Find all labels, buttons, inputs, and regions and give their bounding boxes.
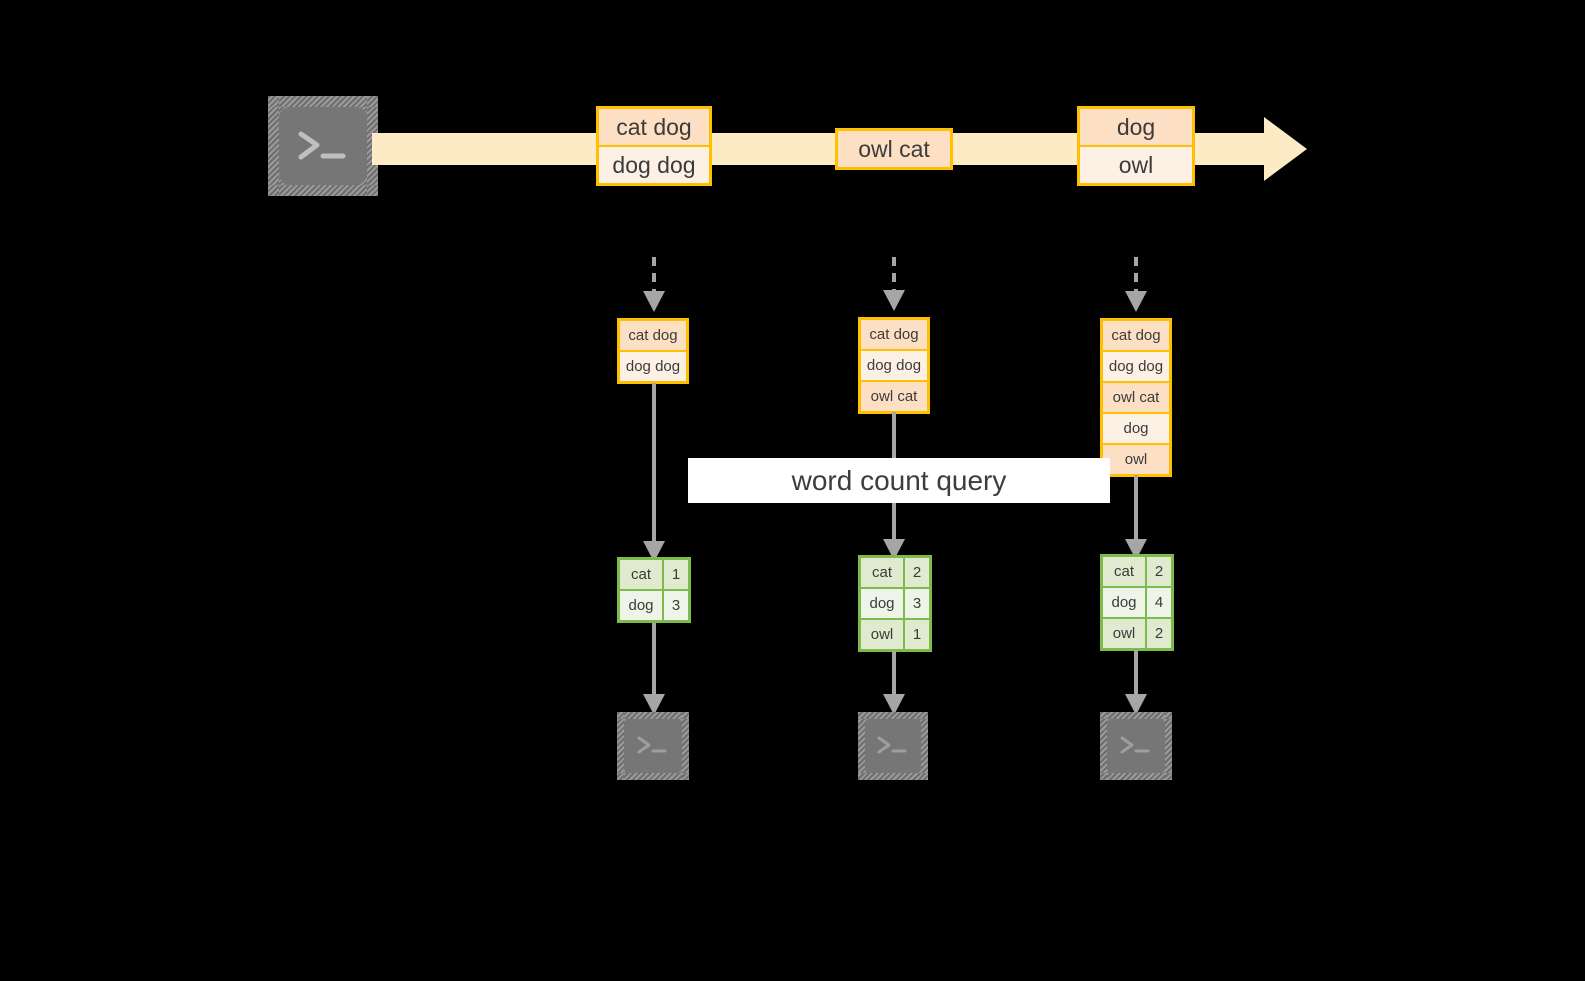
stream-batch-2: owl cat <box>835 128 953 170</box>
column-2-sink-line <box>892 651 896 701</box>
column-1-result-row: cat 1 <box>620 560 688 589</box>
column-2-result-table: cat 2 dog 3 owl 1 <box>858 555 932 652</box>
column-3-accumulated-stack: cat dog dog dog owl cat dog owl <box>1100 318 1172 477</box>
stream-band-arrowhead <box>1264 117 1307 181</box>
stream-batch-1-line-1: cat dog <box>599 109 709 145</box>
column-2-accumulated-row: dog dog <box>861 351 927 380</box>
column-1-trigger-arrowhead <box>643 291 665 312</box>
column-1-query-arrowhead <box>643 541 665 562</box>
column-3-trigger-line <box>1134 257 1138 295</box>
column-3-result-word: owl <box>1103 619 1145 648</box>
stream-batch-3: dog owl <box>1077 106 1195 186</box>
stream-batch-3-line-2: owl <box>1080 147 1192 183</box>
column-1-result-row: dog 3 <box>620 591 688 620</box>
column-2-result-count: 3 <box>905 589 929 618</box>
column-1-sink-line <box>652 623 656 701</box>
column-2-sink-terminal-icon <box>858 712 928 780</box>
column-3-sink-line <box>1134 650 1138 701</box>
column-2-trigger-arrowhead <box>883 290 905 311</box>
column-2-result-row: cat 2 <box>861 558 929 587</box>
stream-batch-1-line-2: dog dog <box>599 147 709 183</box>
column-3-result-row: cat 2 <box>1103 557 1171 586</box>
column-3-accumulated-row: owl <box>1103 445 1169 474</box>
column-1-result-word: dog <box>620 591 662 620</box>
column-3-trigger-arrowhead <box>1125 291 1147 312</box>
column-2-sink-arrowhead <box>883 694 905 715</box>
column-1-sink-arrowhead <box>643 694 665 715</box>
column-3-sink-terminal-icon <box>1100 712 1172 780</box>
query-banner: word count query <box>688 458 1110 503</box>
terminal-prompt-icon <box>1120 736 1150 754</box>
column-3-result-row: owl 2 <box>1103 619 1171 648</box>
column-2-accumulated-row: owl cat <box>861 382 927 411</box>
column-2-query-arrowhead <box>883 539 905 560</box>
column-1-result-count: 3 <box>664 591 688 620</box>
column-1-sink-terminal-icon <box>617 712 689 780</box>
column-3-query-line <box>1134 475 1138 547</box>
column-3-result-word: dog <box>1103 588 1145 617</box>
source-terminal-face <box>279 107 367 185</box>
column-1-result-count: 1 <box>664 560 688 589</box>
column-3-accumulated-row: cat dog <box>1103 321 1169 350</box>
column-3-result-count: 4 <box>1147 588 1171 617</box>
column-2-result-row: dog 3 <box>861 589 929 618</box>
column-3-result-count: 2 <box>1147 619 1171 648</box>
column-3-accumulated-row: dog dog <box>1103 352 1169 381</box>
column-2-accumulated-stack: cat dog dog dog owl cat <box>858 317 930 414</box>
column-2-result-count: 1 <box>905 620 929 649</box>
column-3-result-row: dog 4 <box>1103 588 1171 617</box>
stream-batch-1: cat dog dog dog <box>596 106 712 186</box>
column-2-trigger-line <box>892 257 896 294</box>
column-3-result-count: 2 <box>1147 557 1171 586</box>
column-2-sink-terminal-face <box>865 719 921 773</box>
column-1-accumulated-stack: cat dog dog dog <box>617 318 689 384</box>
stream-batch-3-line-1: dog <box>1080 109 1192 145</box>
terminal-prompt-icon <box>298 131 346 160</box>
column-2-result-word: owl <box>861 620 903 649</box>
terminal-prompt-icon <box>637 736 667 754</box>
column-1-trigger-line <box>652 257 656 295</box>
column-2-accumulated-row: cat dog <box>861 320 927 349</box>
column-1-accumulated-row: dog dog <box>620 352 686 381</box>
column-2-result-row: owl 1 <box>861 620 929 649</box>
column-3-accumulated-row: dog <box>1103 414 1169 443</box>
column-1-result-table: cat 1 dog 3 <box>617 557 691 623</box>
column-1-query-line <box>652 383 656 549</box>
terminal-prompt-icon <box>877 736 907 754</box>
column-2-result-count: 2 <box>905 558 929 587</box>
stream-batch-2-line-1: owl cat <box>838 131 950 167</box>
query-banner-label: word count query <box>791 464 1007 496</box>
column-1-accumulated-row: cat dog <box>620 321 686 350</box>
column-3-accumulated-row: owl cat <box>1103 383 1169 412</box>
column-3-result-table: cat 2 dog 4 owl 2 <box>1100 554 1174 651</box>
column-2-result-word: dog <box>861 589 903 618</box>
column-3-sink-terminal-face <box>1107 719 1165 773</box>
source-terminal-icon <box>268 96 378 196</box>
column-2-result-word: cat <box>861 558 903 587</box>
column-1-result-word: cat <box>620 560 662 589</box>
column-1-sink-terminal-face <box>624 719 682 773</box>
column-3-result-word: cat <box>1103 557 1145 586</box>
column-3-sink-arrowhead <box>1125 694 1147 715</box>
